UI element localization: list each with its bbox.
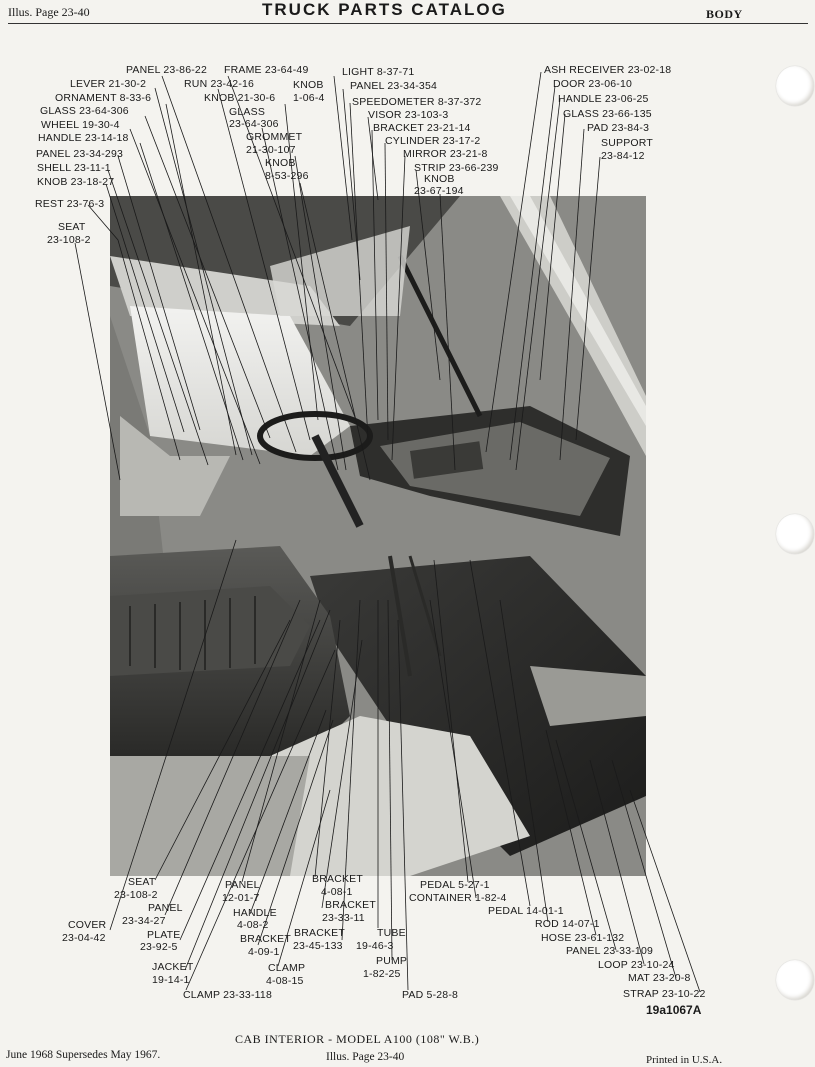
callout-door: DOOR 23-06-10 [553,78,633,90]
callout-seat-top-number: 23-108-2 [47,234,91,246]
callout-panel-23-86-22: PANEL 23-86-22 [126,64,208,76]
callout-panel-23-34-293: PANEL 23-34-293 [36,148,124,160]
callout-plate-number: 23-92-5 [140,941,178,953]
callout-ornament: ORNAMENT 8-33-6 [55,92,152,104]
footer-printed: Printed in U.S.A. [646,1054,723,1066]
callout-cylinder: CYLINDER 23-17-2 [385,135,481,147]
callout-clamp-4-08-15: CLAMP [268,962,306,974]
page-header: Illus. Page 23-40 TRUCK PARTS CATALOG BO… [0,0,815,30]
callout-grommet-number: 21-30-107 [246,144,296,156]
callout-pump: PUMP [376,955,408,967]
callout-panel-12-01-7: PANEL [225,879,260,891]
callout-rest: REST 23-76-3 [35,198,105,210]
header-title: TRUCK PARTS CATALOG [262,0,507,19]
callout-bracket-4-09-1-number: 4-09-1 [248,946,280,958]
callout-rod: ROD 14-07-1 [535,918,600,930]
callout-bracket-23-33-11-number: 23-33-11 [322,912,365,924]
callout-cover: COVER [68,919,107,931]
callout-glass-left: GLASS 23-64-306 [40,105,129,117]
figure-caption: CAB INTERIOR - MODEL A100 (108" W.B.) [235,1032,480,1046]
callout-handle-23-14-18: HANDLE 23-14-18 [38,132,129,144]
callout-handle-4-08-2: HANDLE [233,907,277,919]
callout-pad-23-84-3: PAD 23-84-3 [587,122,650,134]
callout-strap: STRAP 23-10-22 [623,988,706,1000]
cab-interior-photo [110,196,646,876]
callout-handle-4-08-2-number: 4-08-2 [237,919,269,931]
callout-bracket-4-09-1: BRACKET [240,933,291,945]
callout-bracket-23-45-133-number: 23-45-133 [293,940,343,952]
callout-seat-bottom: SEAT [128,876,156,888]
header-rule [8,23,808,24]
callout-bracket-23-33-11: BRACKET [325,899,376,911]
callout-support: SUPPORT [601,137,653,149]
callout-hose: HOSE 23-61-132 [541,932,625,944]
callout-knob-8-53-296: KNOB [265,157,296,169]
callout-tube-number: 19-46-3 [356,940,394,952]
callout-knob-23-67-194: KNOB [424,173,455,185]
callout-light: LIGHT 8-37-71 [342,66,415,78]
callout-container: CONTAINER 1-82-4 [409,892,507,904]
header-page-ref: Illus. Page 23-40 [8,5,90,19]
callout-grommet: GROMMET [246,131,303,143]
callout-plate: PLATE [147,929,181,941]
callout-support-number: 23-84-12 [601,150,645,162]
callout-knob-1-06-4: KNOB [293,79,324,91]
callout-pedal-14-01-1: PEDAL 14-01-1 [488,905,564,917]
callout-bracket-23-45-133: BRACKET [294,927,345,939]
callout-run: RUN 23-42-16 [184,78,255,90]
callout-seat-top: SEAT [58,221,86,233]
callout-clamp-4-08-15-number: 4-08-15 [266,975,304,987]
callout-lever: LEVER 21-30-2 [70,78,147,90]
callout-mirror: MIRROR 23-21-8 [403,148,488,160]
callout-strip: STRIP 23-66-239 [414,162,499,174]
callout-knob-23-67-194-number: 23-67-194 [414,185,464,197]
callout-bracket-4-08-1-number: 4-08-1 [321,886,353,898]
callout-knob-23-18-27: KNOB 23-18-27 [37,176,115,188]
callout-visor: VISOR 23-103-3 [368,109,449,121]
callout-cover-number: 23-04-42 [62,932,106,944]
binder-hole-top [776,66,814,106]
binder-hole-middle [776,514,814,554]
callout-jacket-number: 19-14-1 [152,974,190,986]
callout-knob-1-06-4-number: 1-06-4 [293,92,325,104]
figure-number: 19a1067A [646,1003,702,1017]
callout-panel-12-01-7-number: 12-01-7 [222,892,260,904]
callout-tube: TUBE [377,927,406,939]
callout-knob-21-30-6: KNOB 21-30-6 [204,92,276,104]
header-section: BODY [706,7,743,21]
callout-glass-center: GLASS [229,106,266,118]
callout-frame: FRAME 23-64-49 [224,64,309,76]
footer-page-ref: Illus. Page 23-40 [326,1051,405,1063]
callout-handle-23-06-25: HANDLE 23-06-25 [558,93,649,105]
callout-pump-number: 1-82-25 [363,968,401,980]
callout-panel-23-34-27-number: 23-34-27 [122,915,166,927]
callout-bracket-23-21-14: BRACKET 23-21-14 [373,122,471,134]
callout-ash-receiver: ASH RECEIVER 23-02-18 [544,64,672,76]
callout-clamp-23-33-118: CLAMP 23-33-118 [183,989,272,1001]
callout-panel-23-34-354: PANEL 23-34-354 [350,80,438,92]
callout-pad-5-28-8: PAD 5-28-8 [402,989,459,1001]
callout-jacket: JACKET [152,961,194,973]
callout-glass-center-number: 23-64-306 [229,118,279,130]
callout-pedal-5-27-1: PEDAL 5-27-1 [420,879,490,891]
callout-seat-bottom-number: 23-108-2 [114,889,158,901]
callout-knob-8-53-296-number: 8-53-296 [265,170,309,182]
callout-glass-23-66-135: GLASS 23-66-135 [563,108,652,120]
footer-date: June 1968 Supersedes May 1967. [6,1049,161,1061]
callout-wheel: WHEEL 19-30-4 [41,119,120,131]
callout-bracket-4-08-1: BRACKET [312,873,363,885]
callout-shell: SHELL 23-11-1 [37,162,111,174]
callout-loop: LOOP 23-10-24 [598,959,675,971]
callout-panel-23-33-109: PANEL 23-33-109 [566,945,654,957]
callout-speedometer: SPEEDOMETER 8-37-372 [352,96,482,108]
callout-panel-23-34-27: PANEL [148,902,183,914]
binder-hole-bottom [776,960,814,1000]
callout-mat: MAT 23-20-8 [628,972,691,984]
